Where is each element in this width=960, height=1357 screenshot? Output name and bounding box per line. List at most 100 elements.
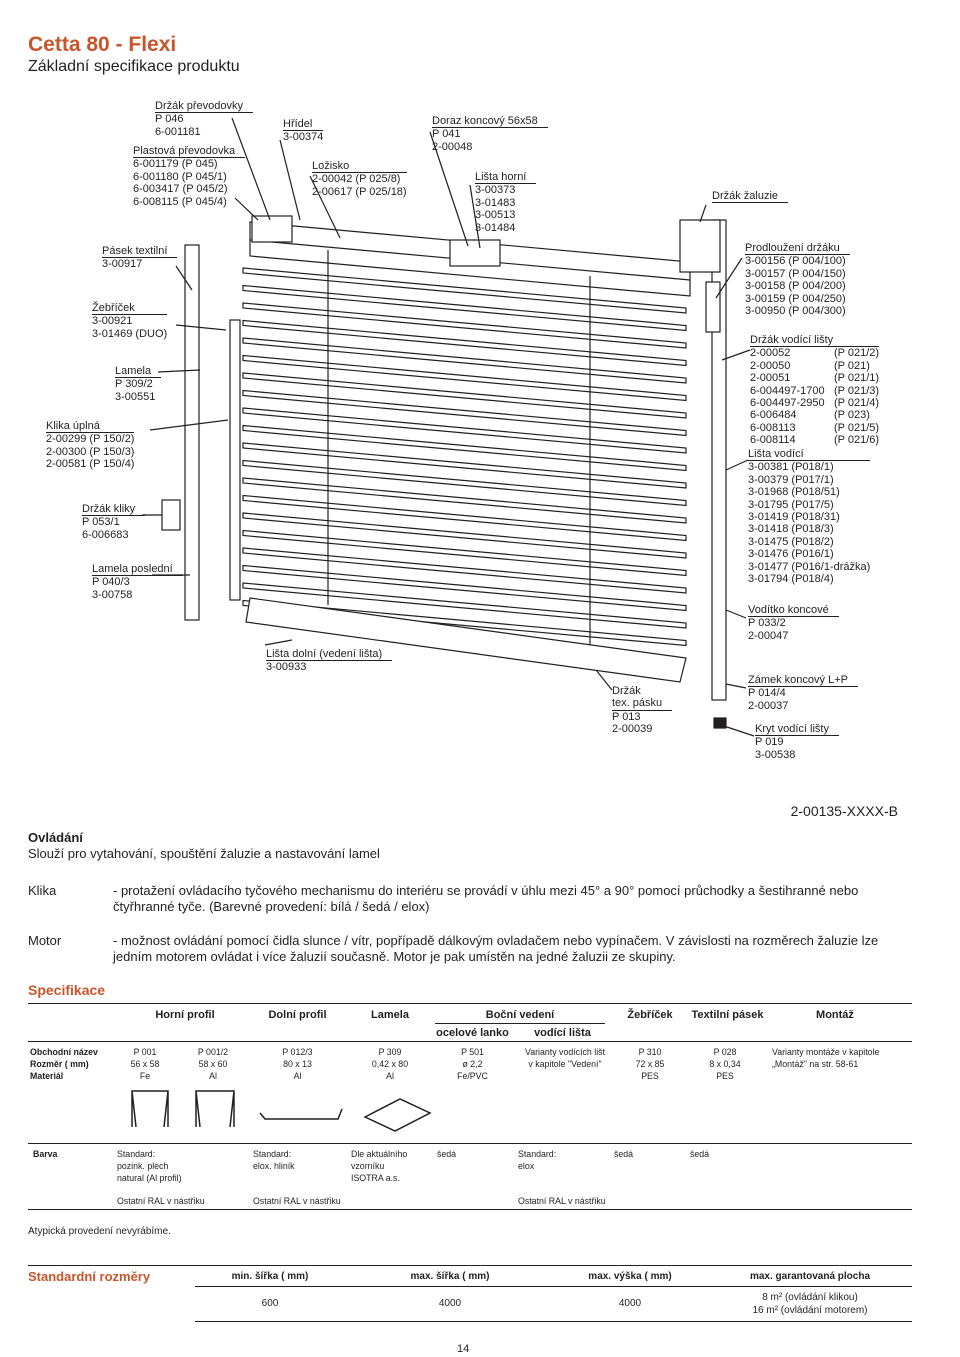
label-drzak-prevodovky: Držák převodovky P 046 6-001181 bbox=[155, 100, 254, 138]
label-doraz: Doraz koncový 56x58 P 041 2-00048 bbox=[432, 115, 548, 153]
slat bbox=[242, 319, 687, 367]
slat bbox=[242, 267, 687, 314]
slat bbox=[242, 547, 687, 594]
spec-title: Specifikace bbox=[28, 982, 106, 998]
profile-sketches bbox=[131, 1090, 432, 1132]
page-subtitle: Základní specifikace produktu bbox=[28, 58, 240, 75]
spec-mid-line bbox=[28, 1143, 912, 1144]
std-min-sirka: 600 bbox=[261, 1298, 279, 1309]
label-prodlouzeni: Prodloužení držáku 3-00156 (P 004/100) 3… bbox=[745, 242, 850, 317]
label-lista-vodici: Lišta vodící 3-00381 (P018/1) 3-00379 (P… bbox=[748, 448, 871, 586]
motor-key: Motor bbox=[28, 933, 62, 948]
blind-bracket bbox=[679, 219, 721, 273]
slat bbox=[242, 389, 687, 437]
barva-dolni-other: Ostatní RAL v nástřiku bbox=[253, 1196, 341, 1206]
slat bbox=[242, 494, 687, 542]
std-bottom-line bbox=[195, 1321, 912, 1322]
slat bbox=[242, 564, 687, 612]
motor-text: - možnost ovládání pomocí čidla slunce /… bbox=[113, 933, 879, 964]
th-dolni: Dolní profil bbox=[268, 1009, 327, 1021]
page-title: Cetta 80 - Flexi bbox=[28, 33, 177, 56]
row-labels: Obchodní název Rozměr ( mm) Materiál bbox=[30, 1047, 98, 1081]
ovladani-title: Ovládání bbox=[28, 830, 83, 845]
th-bocni: Boční vedení bbox=[485, 1009, 555, 1021]
slats-group bbox=[242, 267, 687, 647]
bearing bbox=[449, 239, 501, 267]
th-zebricek: Žebříček bbox=[627, 1009, 673, 1021]
spec-bottom-line bbox=[28, 1209, 912, 1210]
drzak-vodici-row: 2-00052(P 021/2) bbox=[750, 347, 880, 360]
gearbox bbox=[251, 215, 293, 243]
label-lamela: Lamela P 309/2 3-00551 bbox=[115, 365, 162, 403]
label-drzak-tex: Držák tex. pásku P 013 2-00039 bbox=[612, 685, 673, 736]
drzak-vodici-row: 2-00051(P 021/1) bbox=[750, 372, 880, 385]
lamela-profile-icon bbox=[363, 1098, 432, 1132]
label-lamela-posledni: Lamela poslední P 040/3 3-00758 bbox=[92, 563, 183, 601]
slat bbox=[242, 354, 687, 402]
slat bbox=[242, 337, 687, 384]
th-pasek: Textilní pásek bbox=[691, 1009, 764, 1021]
bocni-subline bbox=[435, 1023, 605, 1024]
th-ocelove: ocelové lanko bbox=[436, 1027, 509, 1039]
barva-dolni: Standard:elox. hliník bbox=[253, 1149, 295, 1171]
barva-vodici: Standard:elox bbox=[518, 1149, 557, 1171]
page-number: 14 bbox=[457, 1343, 470, 1355]
th-vodici: vodící lišta bbox=[534, 1027, 591, 1039]
th-montaz: Montáž bbox=[816, 1009, 854, 1021]
standard-title: Standardní rozměry bbox=[28, 1269, 151, 1284]
std-max-sirka: 4000 bbox=[438, 1298, 462, 1309]
slat bbox=[242, 284, 687, 332]
label-pasek: Pásek textilní 3-00917 bbox=[102, 245, 178, 271]
ovladani-section: Ovládání Slouží pro vytahování, spouštěn… bbox=[28, 830, 380, 862]
bracket-extension bbox=[705, 281, 721, 333]
drzak-vodici-row: 6-004497-1700(P 021/3) bbox=[750, 384, 880, 397]
barva-horni-other: Ostatní RAL v nástřiku bbox=[117, 1196, 205, 1206]
spec-head-line bbox=[28, 1041, 912, 1042]
klika-key: Klika bbox=[28, 883, 57, 898]
crank-holder bbox=[161, 499, 181, 531]
dolni-profile-icon bbox=[259, 1108, 343, 1120]
drzak-vodici-row: 6-006484(P 023) bbox=[750, 409, 870, 422]
std-h-max-vyska: max. výška ( mm) bbox=[588, 1271, 672, 1282]
label-hridel: Hřídel 3-00374 bbox=[283, 118, 324, 144]
left-guide-rail bbox=[184, 244, 200, 621]
product-code: 2-00135-XXXX-B bbox=[790, 803, 898, 819]
spec-top-line bbox=[28, 1003, 912, 1004]
drzak-vodici-row: 6-008114(P 021/6) bbox=[750, 434, 880, 447]
label-plastova-prevodovka: Plastová převodovka 6-001179 (P 045) 6-0… bbox=[133, 145, 246, 208]
slat bbox=[242, 372, 687, 419]
slat bbox=[242, 424, 687, 472]
slat bbox=[242, 407, 687, 454]
th-lamela: Lamela bbox=[371, 1009, 409, 1021]
std-top-line bbox=[28, 1265, 912, 1266]
std-h-max-sirka: max. šířka ( mm) bbox=[410, 1271, 490, 1282]
barva-pasek: šedá bbox=[690, 1149, 710, 1159]
rail-cover bbox=[713, 717, 727, 729]
bottom-rail bbox=[245, 597, 687, 683]
barva-label: Barva bbox=[33, 1149, 58, 1159]
label-kryt: Kryt vodící lišty P 019 3-00538 bbox=[755, 723, 839, 761]
label-drzak-zaluzie: Držák žaluzie bbox=[712, 190, 789, 204]
label-zebricek: Žebříček 3-00921 3-01469 (DUO) bbox=[92, 302, 168, 340]
slat bbox=[242, 477, 687, 524]
label-lista-dolni: Lišta dolní (vedení lišta) 3-00933 bbox=[266, 648, 393, 674]
slat bbox=[242, 512, 687, 559]
klika-text: - protažení ovládacího tyčového mechanis… bbox=[113, 883, 859, 914]
label-lozisko: Ložisko 2-00042 (P 025/8) 2-00617 (P 025… bbox=[312, 160, 407, 198]
std-max-vyska: 4000 bbox=[618, 1298, 642, 1309]
col-montaz: Varianty montáže v kapitole„Montáž" na s… bbox=[772, 1047, 880, 1069]
horni1-profile-icon bbox=[131, 1090, 169, 1128]
ovladani-text: Slouží pro vytahování, spouštění žaluzie… bbox=[28, 846, 380, 861]
th-horni: Horní profil bbox=[155, 1009, 215, 1021]
slat bbox=[242, 302, 687, 349]
note: Atypická provedení nevyrábíme. bbox=[28, 1226, 171, 1237]
label-zamek: Zámek koncový L+P P 014/4 2-00037 bbox=[748, 674, 858, 712]
